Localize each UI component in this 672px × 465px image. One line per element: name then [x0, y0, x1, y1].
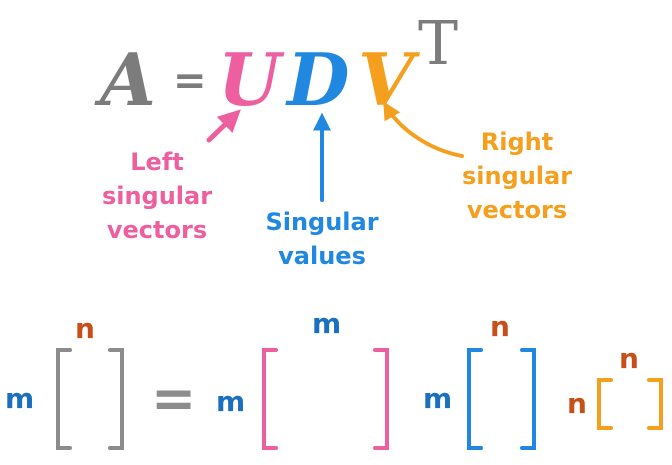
label-values-line-1: Singular: [265, 208, 379, 236]
label-right-singular-vectors: Right singular vectors: [452, 125, 582, 227]
label-right-line-3: vectors: [466, 196, 568, 225]
label-left-line-2: singular: [101, 182, 213, 211]
bracket-a-left: [56, 348, 72, 450]
symbol-d: D: [287, 37, 350, 122]
label-left-line-3: vectors: [106, 216, 208, 245]
bracket-d-right: [520, 348, 536, 450]
equals-sign-matrix: =: [151, 367, 197, 430]
dim-u-cols: m: [312, 307, 342, 340]
bracket-u-right: [373, 348, 389, 450]
label-left-singular-vectors: Left singular vectors: [92, 145, 222, 247]
label-singular-values: Singular values: [252, 205, 392, 273]
arrow-left-singular: [206, 109, 241, 143]
dim-d-rows: m: [423, 382, 453, 415]
transpose-superscript: T: [418, 9, 459, 79]
label-left-line-1: Left: [130, 148, 184, 176]
label-values-line-2: values: [278, 242, 366, 271]
bracket-d-left: [467, 348, 483, 450]
bracket-vt-left: [597, 378, 613, 430]
bracket-vt-right: [647, 378, 663, 430]
dim-d-cols: n: [490, 310, 510, 343]
equals-sign-top: =: [173, 58, 207, 104]
dim-vt-cols: n: [619, 342, 639, 375]
bracket-a-right: [108, 348, 124, 450]
arrow-right-singular: [383, 101, 464, 158]
dim-a-rows: m: [5, 382, 35, 415]
label-right-line-2: singular: [461, 162, 573, 191]
bracket-u-left: [262, 348, 278, 450]
dim-vt-rows: n: [567, 387, 587, 420]
dim-a-cols: n: [75, 312, 95, 345]
label-right-line-1: Right: [480, 128, 554, 156]
dim-u-rows: m: [216, 385, 246, 418]
symbol-a: A: [100, 37, 156, 122]
symbol-u: U: [218, 37, 281, 122]
